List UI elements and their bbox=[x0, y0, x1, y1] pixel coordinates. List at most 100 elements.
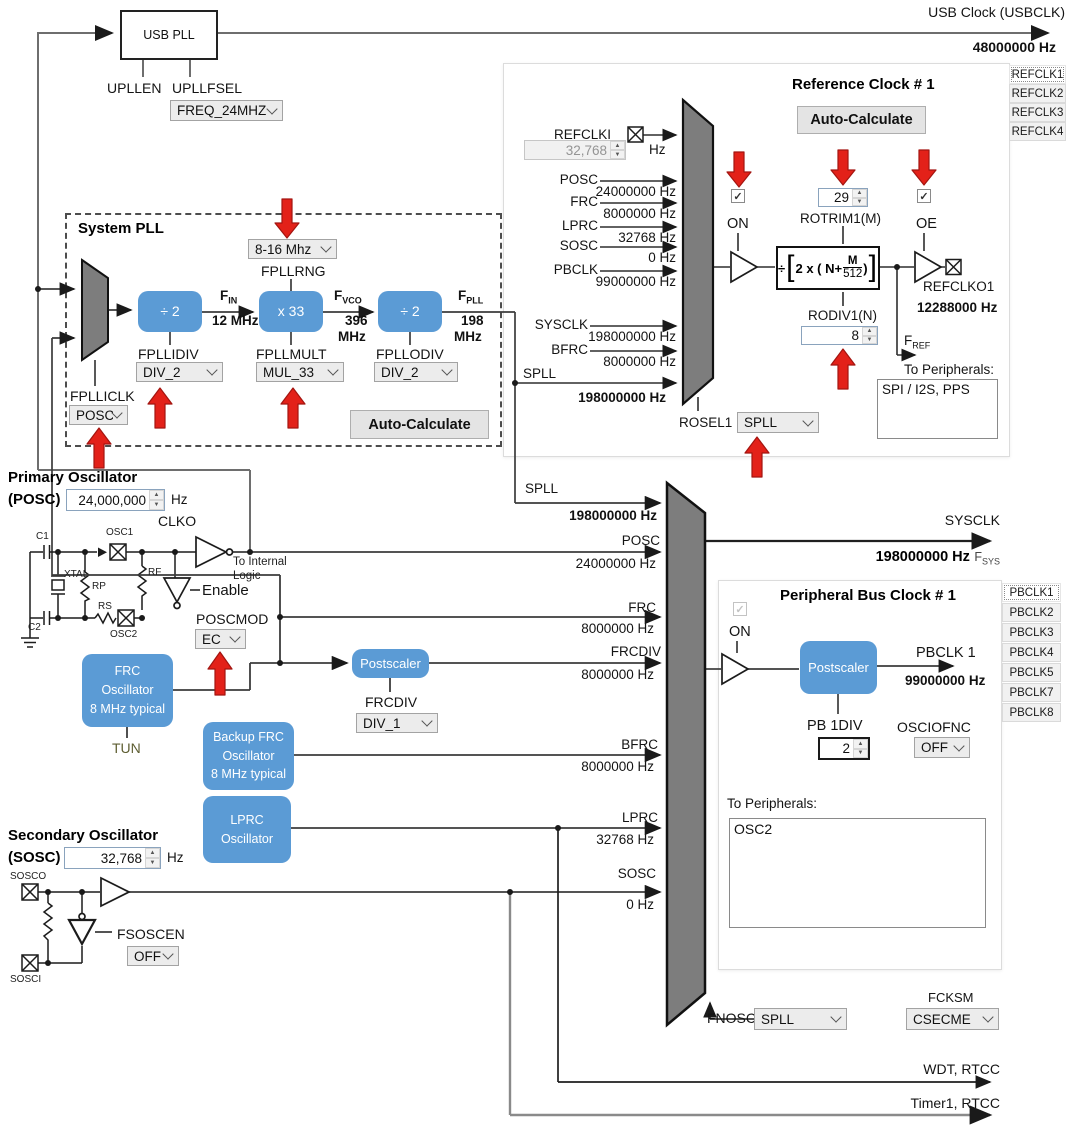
rotrim-input[interactable]: 29 ▲▼ bbox=[818, 188, 868, 207]
osc1-label: OSC1 bbox=[106, 527, 134, 538]
chevron-down-icon bbox=[327, 364, 339, 376]
spin-up-icon[interactable]: ▲ bbox=[852, 189, 867, 198]
tab-pbclk4[interactable]: PBCLK4 bbox=[1002, 643, 1061, 662]
ref-on-checkbox[interactable]: ✓ bbox=[731, 189, 745, 203]
chevron-down-icon bbox=[421, 715, 433, 727]
poscmod-dropdown[interactable]: EC bbox=[195, 629, 246, 649]
sysclk-value-row: 198000000 Hz FSYS bbox=[875, 549, 1000, 567]
fpllidiv-block: ÷ 2 bbox=[138, 291, 202, 332]
refclki-frequency-input[interactable]: 32,768 ▲▼ bbox=[524, 140, 626, 160]
tab-pbclk7[interactable]: PBCLK7 bbox=[1002, 683, 1061, 702]
fsoscen-label: FSOSCEN bbox=[117, 926, 185, 942]
timer1-rtcc-label: Timer1, RTCC bbox=[910, 1095, 1000, 1111]
tab-refclk2[interactable]: REFCLK2 bbox=[1009, 84, 1066, 103]
fpllrng-label: FPLLRNG bbox=[261, 263, 326, 279]
spinner-buttons[interactable]: ▲▼ bbox=[862, 327, 877, 344]
chevron-down-icon bbox=[953, 739, 965, 752]
pll-auto-calculate-button[interactable]: Auto-Calculate bbox=[350, 410, 489, 439]
sosci-label: SOSCI bbox=[10, 974, 42, 985]
mux-input-posc: POSC bbox=[621, 533, 660, 548]
tab-pbclk2[interactable]: PBCLK2 bbox=[1002, 603, 1061, 622]
tab-refclk4[interactable]: REFCLK4 bbox=[1009, 122, 1066, 141]
spin-down-icon[interactable]: ▼ bbox=[145, 858, 160, 868]
sosci-pin-icon bbox=[21, 954, 39, 972]
frcdiv-label: FRCDIV bbox=[365, 694, 418, 710]
spin-down-icon[interactable]: ▼ bbox=[852, 197, 867, 206]
fpllrng-dropdown[interactable]: 8-16 Mhz bbox=[248, 239, 337, 259]
refclko1-label: REFCLKO1 bbox=[923, 279, 995, 294]
osciofnc-dropdown[interactable]: OFF bbox=[914, 737, 970, 758]
pbclk-on-checkbox[interactable]: ✓ bbox=[733, 602, 747, 616]
primary-osc-subtitle: (POSC) bbox=[8, 491, 61, 508]
spinner-buttons[interactable]: ▲▼ bbox=[145, 848, 160, 868]
sysclk-label: SYSCLK bbox=[944, 512, 1000, 528]
clko-label: CLKO bbox=[158, 513, 197, 529]
spin-up-icon[interactable]: ▲ bbox=[853, 739, 868, 749]
pb1div-input[interactable]: 2 ▲▼ bbox=[818, 737, 870, 760]
pb1div-label: PB 1DIV bbox=[807, 718, 863, 734]
fpllodiv-dropdown[interactable]: DIV_2 bbox=[374, 362, 458, 382]
spin-up-icon[interactable]: ▲ bbox=[145, 848, 160, 858]
tab-refclk1[interactable]: REFCLK1 bbox=[1009, 65, 1066, 84]
frc-postscaler-block: Postscaler bbox=[352, 649, 429, 678]
osc2-label: OSC2 bbox=[110, 629, 138, 640]
rp-label: RP bbox=[92, 581, 106, 592]
upllfsel-dropdown[interactable]: FREQ_24MHZ bbox=[170, 100, 283, 121]
fpllidiv-dropdown[interactable]: DIV_2 bbox=[136, 362, 223, 382]
spin-up-icon[interactable]: ▲ bbox=[149, 490, 164, 500]
spin-down-icon[interactable]: ▼ bbox=[853, 748, 868, 758]
fpll-label: FPLL bbox=[458, 288, 484, 306]
fpllmult-dropdown[interactable]: MUL_33 bbox=[256, 362, 344, 382]
tab-pbclk5[interactable]: PBCLK5 bbox=[1002, 663, 1061, 682]
to-internal-label-2: Logic bbox=[233, 570, 261, 582]
ref-auto-calculate-button[interactable]: Auto-Calculate bbox=[797, 106, 926, 134]
ref-oe-checkbox[interactable]: ✓ bbox=[917, 189, 931, 203]
rosel-dropdown[interactable]: SPLL bbox=[737, 412, 819, 433]
chevron-down-icon bbox=[320, 241, 332, 253]
posc-frequency-input[interactable]: 24,000,000 ▲▼ bbox=[66, 489, 165, 511]
chevron-down-icon bbox=[111, 407, 123, 419]
fpllmult-label: FPLLMULT bbox=[256, 346, 327, 362]
spinner-buttons[interactable]: ▲▼ bbox=[852, 189, 867, 206]
rosel-label: ROSEL1 bbox=[679, 415, 733, 430]
frcdiv-dropdown[interactable]: DIV_1 bbox=[356, 713, 438, 733]
mux-input-bfrc: BFRC bbox=[621, 737, 658, 752]
spin-up-icon[interactable]: ▲ bbox=[610, 141, 625, 150]
fnosc-dropdown[interactable]: SPLL bbox=[754, 1008, 847, 1030]
fsoscen-dropdown[interactable]: OFF bbox=[127, 946, 179, 966]
spinner-buttons[interactable]: ▲▼ bbox=[853, 739, 868, 758]
fpll-value: 198 bbox=[461, 313, 484, 328]
fpllmult-block: x 33 bbox=[259, 291, 323, 332]
chevron-down-icon bbox=[162, 948, 174, 960]
mux-input-posc-freq: 24000000 Hz bbox=[575, 556, 656, 571]
checkmark-icon: ✓ bbox=[919, 190, 929, 203]
rodiv-input[interactable]: 8 ▲▼ bbox=[801, 326, 878, 345]
c2-label: C2 bbox=[28, 622, 41, 633]
ref-to-peripherals-label: To Peripherals: bbox=[904, 362, 995, 377]
ref-input-frc: FRC bbox=[570, 194, 598, 209]
fcksm-dropdown[interactable]: CSECME bbox=[906, 1008, 999, 1030]
tab-pbclk3[interactable]: PBCLK3 bbox=[1002, 623, 1061, 642]
ref-clock-title: Reference Clock # 1 bbox=[792, 76, 935, 93]
fpllodiv-label: FPLLODIV bbox=[376, 346, 444, 362]
chevron-down-icon bbox=[982, 1011, 994, 1023]
tab-refclk3[interactable]: REFCLK3 bbox=[1009, 103, 1066, 122]
spin-up-icon[interactable]: ▲ bbox=[862, 327, 877, 336]
chevron-down-icon bbox=[830, 1011, 842, 1023]
pbclk-title: Peripheral Bus Clock # 1 bbox=[780, 587, 956, 604]
primary-osc-title: Primary Oscillator bbox=[8, 469, 138, 486]
spin-down-icon[interactable]: ▼ bbox=[862, 335, 877, 344]
ref-input-sysclk: SYSCLK bbox=[534, 317, 588, 332]
tab-pbclk1[interactable]: PBCLK1 bbox=[1002, 583, 1061, 602]
spin-down-icon[interactable]: ▼ bbox=[149, 500, 164, 510]
usb-clock-value: 48000000 Hz bbox=[972, 39, 1056, 55]
tab-pbclk8[interactable]: PBCLK8 bbox=[1002, 703, 1061, 722]
spinner-buttons[interactable]: ▲▼ bbox=[149, 490, 164, 510]
fplliclk-dropdown[interactable]: POSC bbox=[69, 405, 128, 425]
mux-input-frcdiv: FRCDIV bbox=[610, 644, 661, 659]
spinner-buttons[interactable]: ▲▼ bbox=[610, 141, 625, 159]
spin-down-icon[interactable]: ▼ bbox=[610, 150, 625, 159]
highlight-arrow-poscmod bbox=[207, 651, 233, 696]
rs-label: RS bbox=[98, 601, 112, 612]
sosc-frequency-input[interactable]: 32,768 ▲▼ bbox=[64, 847, 161, 869]
